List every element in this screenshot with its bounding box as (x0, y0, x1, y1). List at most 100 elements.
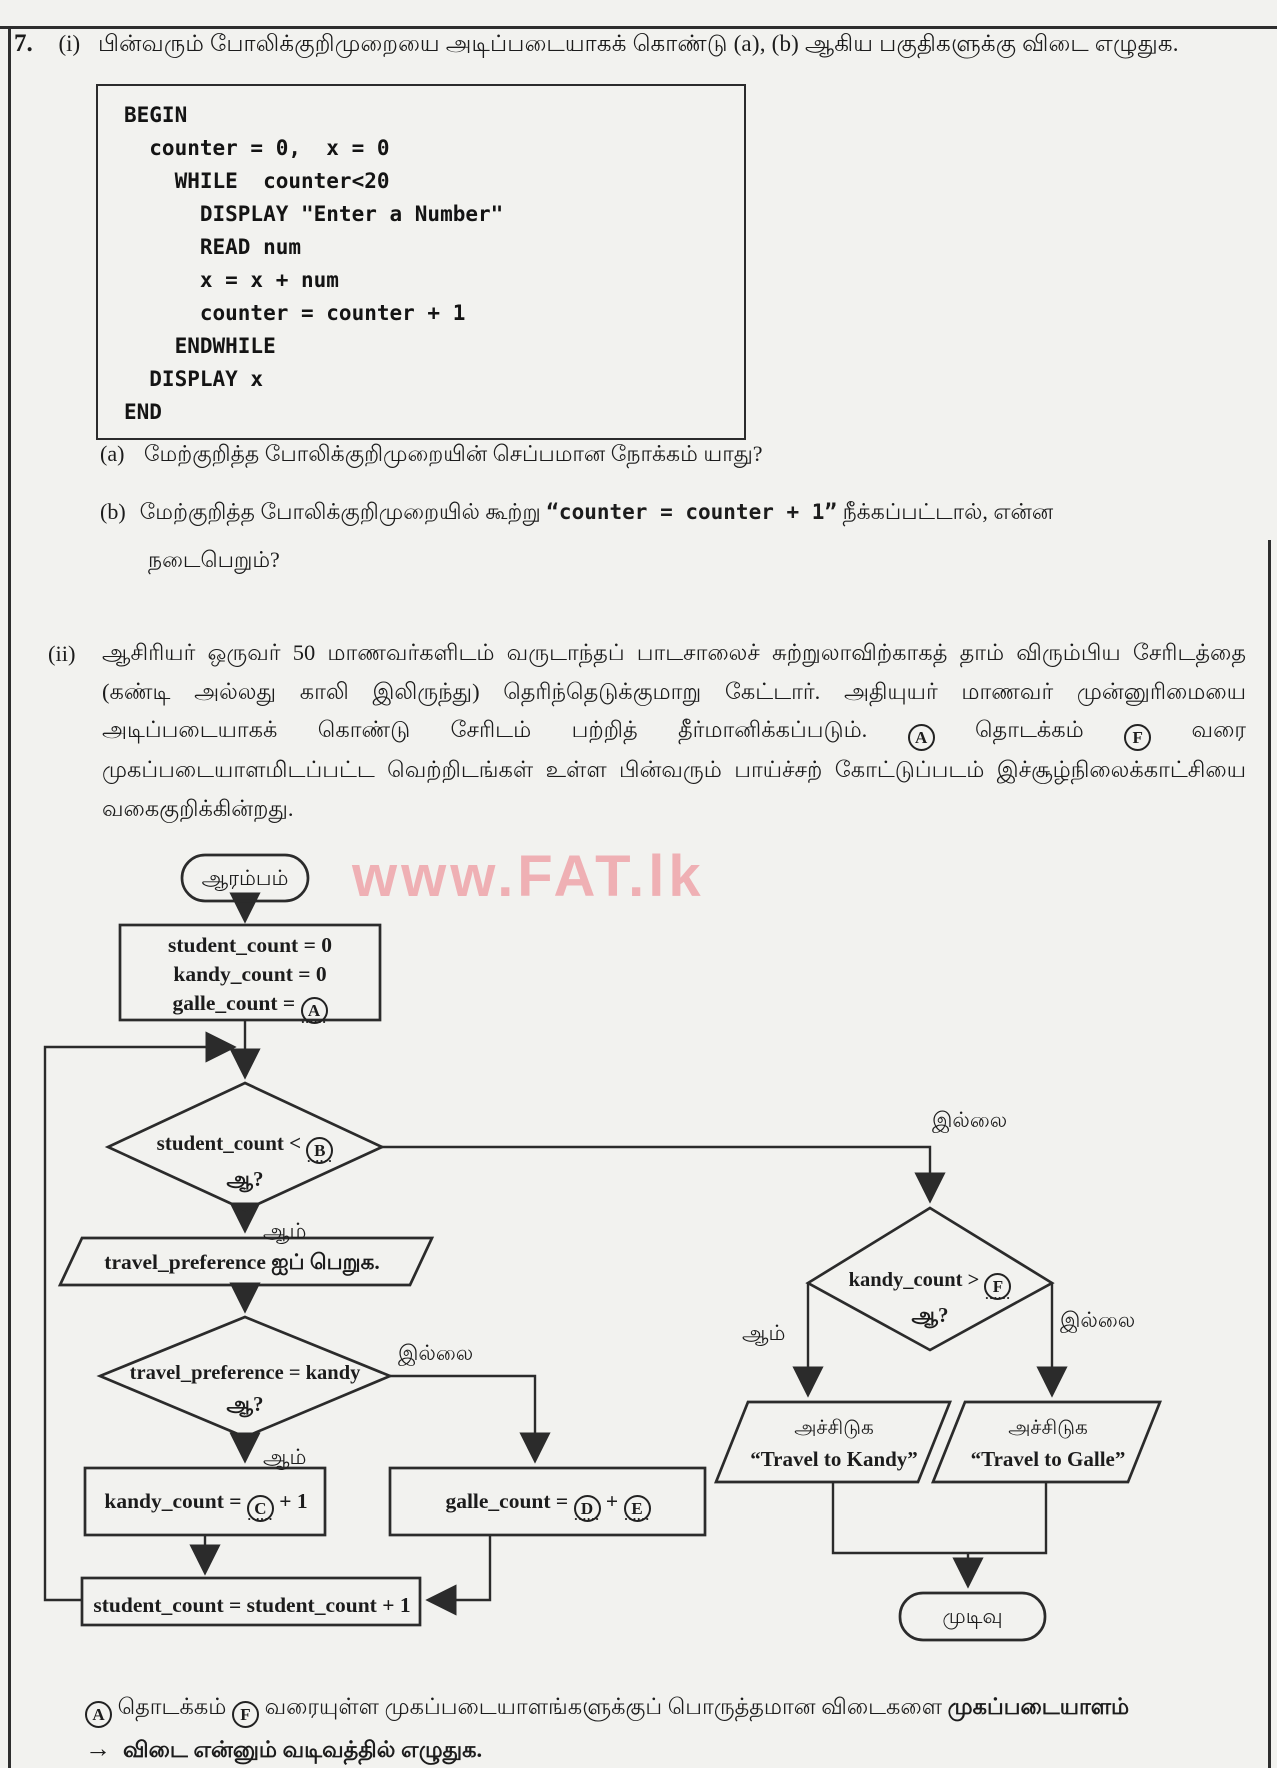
blank-d: D...... (573, 1486, 601, 1523)
blank-c: C...... (246, 1486, 274, 1523)
loop-back-line (43, 1031, 237, 1602)
galle-box-shape (388, 1466, 707, 1537)
blank-a: A...... (300, 989, 328, 1026)
footer-bold2: விடை (123, 1737, 188, 1762)
blank-b: B...... (306, 1128, 334, 1165)
blank-dots: ...... (247, 1508, 274, 1523)
footer-line1: A தொடக்கம் F வரையுள்ள முகப்படையாளங்களுக்… (85, 1686, 1250, 1728)
decision1-prefix: student_count < (156, 1131, 307, 1155)
code-line: DISPLAY "Enter a Number" (124, 202, 504, 226)
init-line1: student_count = 0 (168, 933, 332, 957)
line-decision2-no (390, 1374, 551, 1464)
init-box-shape (118, 923, 382, 1022)
question-b-suffix: நீக்கப்பட்டால், என்ன (837, 499, 1054, 524)
galle-box-label: galle_count = D...... + E...... (392, 1486, 704, 1522)
part-i-label: (i) (58, 31, 81, 56)
end-terminal-label: முடிவு (942, 1604, 1003, 1628)
print-kandy-label: அச்சிடுக “Travel to Kandy” (718, 1412, 950, 1475)
decision1-label: student_count < B...... ஆ? (110, 1128, 380, 1195)
footer-seg3: என்னும் வடிவத்தில் எழுதுக. (187, 1737, 483, 1762)
decision1-question: ஆ? (226, 1167, 264, 1191)
footer-seg1: தொடக்கம் (112, 1694, 232, 1719)
blank-dots: ...... (574, 1508, 600, 1523)
blank-dots: ...... (624, 1508, 650, 1523)
part-ii-label: (ii) (48, 641, 76, 666)
code-line: counter = counter + 1 (124, 301, 466, 325)
question-a: (a) மேற்குறித்த போலிக்குறிமுறையின் செப்ப… (100, 441, 763, 470)
circled-e: E (623, 1495, 651, 1522)
blank-e: E...... (623, 1486, 651, 1523)
code-line: counter = 0, x = 0 (124, 136, 390, 160)
watermark: www.FAT.lk (352, 844, 705, 909)
print-galle-line2: “Travel to Galle” (970, 1447, 1126, 1471)
line-decision1-no (382, 1145, 946, 1204)
footer-bold1: முகப்படையாளம் (947, 1694, 1130, 1719)
end-terminal-shape (898, 1591, 1047, 1642)
question-header: 7. (i) பின்வரும் போலிக்குறிமுறையை அடிப்ப… (14, 30, 1263, 60)
arrow-icon: → (85, 1734, 111, 1763)
question-a-text: மேற்குறித்த போலிக்குறிமுறையின் செப்பமான … (143, 441, 763, 466)
circled-f: F (984, 1273, 1012, 1300)
student-box-label: student_count = student_count + 1 (93, 1593, 411, 1617)
circled-a: A (907, 724, 935, 751)
question-b: (b)மேற்குறித்த போலிக்குறிமுறையில் கூற்று… (100, 488, 1277, 583)
code-line: DISPLAY x (124, 367, 264, 391)
blank-dots: ...... (301, 1011, 327, 1026)
blank-dots: ...... (985, 1287, 1011, 1302)
flowchart: www.FAT.lk (0, 835, 1277, 1668)
circled-f: F (1124, 724, 1152, 751)
decision1-no-label: இல்லை (932, 1108, 1008, 1132)
print-galle-shape (931, 1400, 1162, 1484)
print-galle-line1: அச்சிடுக (1008, 1417, 1088, 1439)
decision3-prefix: kandy_count > (848, 1269, 985, 1291)
pseudocode-box: BEGIN counter = 0, x = 0 WHILE counter<2… (96, 84, 746, 440)
init-line2: kandy_count = 0 (173, 962, 327, 986)
page-border-right (1268, 540, 1271, 1768)
question-b-code: “counter = counter + 1” (546, 500, 838, 524)
circled-d: D (573, 1495, 601, 1522)
print-kandy-line1: அச்சிடுக (794, 1417, 874, 1439)
part-ii-seg2: தொடக்கம் (934, 717, 1125, 742)
start-terminal-label: ஆரம்பம் (201, 866, 289, 890)
flowchart-shapes (43, 853, 1162, 1642)
decision3-no-label: இல்லை (1060, 1308, 1136, 1332)
decision2-yes-label: ஆம் (263, 1445, 307, 1469)
footer-instruction: A தொடக்கம் F வரையுள்ள முகப்படையாளங்களுக்… (85, 1686, 1250, 1768)
circled-a: A (300, 997, 328, 1024)
kandy-box-shape (83, 1466, 327, 1537)
galle-prefix: galle_count = (445, 1489, 574, 1513)
input-parallelogram-shape (57, 1236, 435, 1287)
decision3-question: ஆ? (911, 1303, 949, 1327)
circled-f: F (231, 1701, 259, 1728)
decision3-shape (805, 1206, 1055, 1352)
print-galle-label: அச்சிடுக “Travel to Galle” (935, 1412, 1161, 1475)
question-a-label: (a) (100, 441, 125, 466)
init-line3-prefix: galle_count = (172, 991, 301, 1015)
question-b-continuation: நடைபெறும்? (148, 547, 280, 572)
footer-seg2: வரையுள்ள முகப்படையாளங்களுக்குப் பொருத்தம… (258, 1694, 948, 1719)
page-border-top (0, 26, 1277, 29)
kandy-box-label: kandy_count = C...... + 1 (87, 1486, 325, 1522)
decision2-shape (96, 1315, 394, 1439)
student-box-shape (80, 1576, 422, 1627)
start-terminal-shape (180, 853, 310, 903)
circled-a: A (85, 1701, 112, 1728)
blank-dots: ...... (307, 1150, 333, 1165)
decision2-question: ஆ? (226, 1392, 264, 1416)
part-ii: (ii) ஆசிரியர் ஒருவர் 50 மாணவர்களிடம் வரு… (48, 634, 1246, 828)
part-ii-seg1: ஆசிரியர் ஒருவர் 50 மாணவர்களிடம் வருடாந்த… (102, 640, 1246, 742)
part-ii-seg3: வரை முகப்படையாளமிடப்பட்ட வெற்றிடங்கள் உள… (102, 717, 1246, 821)
footer-line2: → விடை என்னும் வடிவத்தில் எழுதுக. (85, 1728, 1250, 1768)
code-line: END (124, 400, 162, 424)
circled-c: C (246, 1495, 274, 1522)
decision3-yes-label: ஆம் (742, 1321, 786, 1345)
part-i-text: பின்வரும் போலிக்குறிமுறையை அடிப்படையாகக்… (97, 31, 1179, 56)
line-galle-to-student (425, 1535, 492, 1616)
print-kandy-line2: “Travel to Kandy” (750, 1447, 918, 1471)
code-line: x = x + num (124, 268, 339, 292)
code-line: WHILE counter<20 (124, 169, 390, 193)
init-box-label: student_count = 0 kandy_count = 0 galle_… (122, 931, 378, 1026)
code-line: ENDWHILE (124, 334, 276, 358)
decision2-label: travel_preference = kandy ஆ? (100, 1358, 390, 1421)
